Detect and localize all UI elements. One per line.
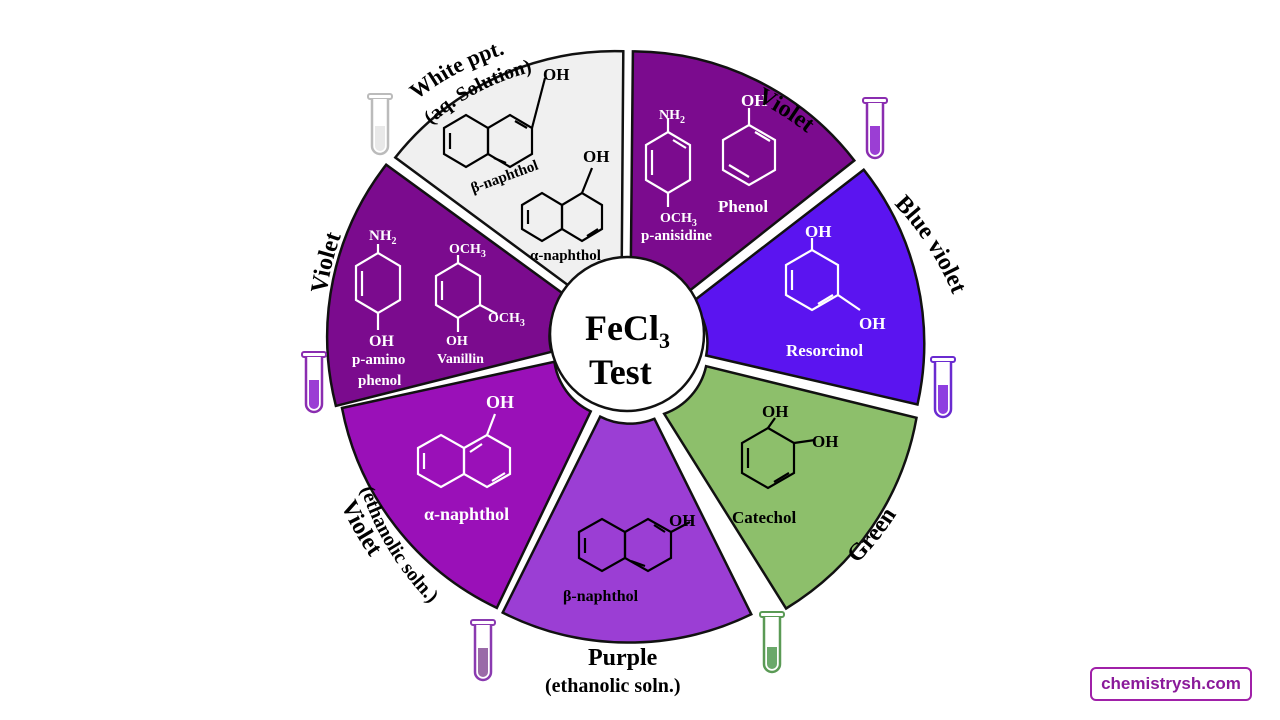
phenol-oh-label: OH bbox=[741, 91, 767, 110]
aminophenol-nh2-label: NH2 bbox=[369, 228, 397, 247]
aminophenol-name-line1: p-amino bbox=[352, 352, 405, 368]
resorcinol-structure bbox=[784, 238, 861, 312]
resorcinol-name: Resorcinol bbox=[786, 341, 863, 360]
test-tube-purple-icon bbox=[470, 619, 496, 682]
center-subtitle: Test bbox=[589, 352, 652, 392]
beta-naphthol-aq-oh: OH bbox=[543, 65, 569, 84]
catechol-oh-right: OH bbox=[812, 432, 838, 451]
vanillin-och3-top-label: OCH3 bbox=[449, 242, 486, 260]
alpha-naphthol-ethanolic-name: α-naphthol bbox=[424, 504, 509, 524]
watermark-link[interactable]: chemistrysh.com bbox=[1090, 667, 1252, 701]
phenol-segment-structures bbox=[644, 108, 777, 207]
resorcinol-oh-top: OH bbox=[805, 222, 831, 241]
segment-resorcinol bbox=[690, 167, 926, 407]
naphthols-aq-structures bbox=[442, 77, 604, 243]
aminophenol-name-line2: phenol bbox=[358, 373, 401, 389]
aminophenol-vanillin-structures bbox=[354, 244, 498, 332]
catechol-name: Catechol bbox=[732, 508, 796, 527]
anisidine-och3-label: OCH3 bbox=[660, 211, 697, 229]
segment-beta-naphthol-ethanolic bbox=[501, 414, 753, 644]
alpha-naphthol-aq-name: α-naphthol bbox=[530, 248, 601, 264]
vanillin-och3-right-label: OCH3 bbox=[488, 311, 525, 329]
catechol-oh-top: OH bbox=[762, 402, 788, 421]
test-tube-blue-violet-icon bbox=[930, 356, 956, 419]
anisidine-nh2-label: NH2 bbox=[659, 108, 685, 126]
aminophenol-oh-label: OH bbox=[369, 333, 394, 350]
catechol-structure bbox=[740, 417, 816, 490]
alpha-naphthol-ethanolic-oh: OH bbox=[486, 392, 514, 412]
test-tube-green-icon bbox=[759, 611, 785, 674]
alpha-naphthol-aq-oh: OH bbox=[583, 147, 609, 166]
beta-naphthol-ethanolic-structure bbox=[577, 517, 691, 573]
vanillin-name-label: Vanillin bbox=[437, 352, 484, 367]
test-tube-violet-topright-icon bbox=[862, 97, 888, 160]
outer-label-purple-sub: (ethanolic soln.) bbox=[545, 675, 681, 697]
test-tube-white-icon bbox=[367, 93, 393, 156]
resorcinol-oh-bottom: OH bbox=[859, 314, 885, 333]
test-tube-violet-left-icon bbox=[301, 351, 327, 414]
beta-naphthol-ethanolic-name: β-naphthol bbox=[563, 588, 639, 605]
alpha-naphthol-ethanolic-structure bbox=[416, 413, 512, 489]
segment-alpha-naphthol-ethanolic bbox=[340, 360, 593, 610]
segment-catechol bbox=[662, 364, 918, 611]
center-title: FeCl3 bbox=[585, 308, 670, 353]
anisidine-name-label: p-anisidine bbox=[641, 228, 712, 244]
center-circle bbox=[548, 255, 706, 413]
outer-label-purple: Purple bbox=[588, 645, 658, 671]
phenol-name-label: Phenol bbox=[718, 197, 768, 216]
vanillin-oh-label: OH bbox=[446, 334, 468, 349]
beta-naphthol-ethanolic-oh: OH bbox=[669, 511, 695, 530]
